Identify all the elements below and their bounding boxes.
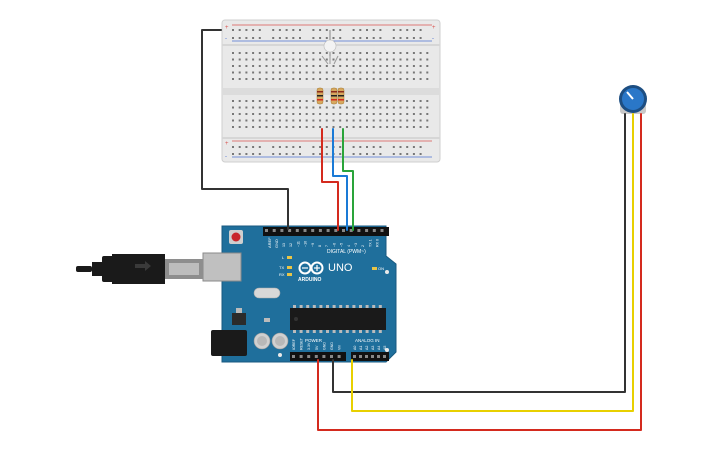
digital-pin-label: RX 0 bbox=[376, 239, 380, 247]
analog-header bbox=[351, 352, 389, 361]
wire-red-5v[interactable] bbox=[317, 113, 642, 431]
power-pin-label: RESET bbox=[300, 337, 304, 350]
crystal bbox=[253, 287, 281, 299]
wire-yellow-signal[interactable] bbox=[351, 113, 634, 412]
led-rx-label: RX bbox=[279, 272, 285, 277]
wire-red-pin[interactable] bbox=[321, 128, 339, 231]
analog-pin-label: A1 bbox=[359, 346, 363, 350]
power-pin-label: GND bbox=[322, 342, 326, 350]
analog-pin-label: A4 bbox=[377, 346, 381, 350]
wire-black-gnd-breadboard[interactable] bbox=[201, 29, 289, 230]
reset-button[interactable] bbox=[229, 230, 243, 244]
digital-pin-label: 7 bbox=[325, 245, 329, 247]
power-pin-label: IOREF bbox=[292, 338, 296, 350]
digital-pin-label: ~3 bbox=[354, 243, 358, 247]
led-l-label: L bbox=[282, 255, 285, 260]
wires[interactable] bbox=[201, 29, 642, 431]
model-label: UNO bbox=[328, 262, 353, 274]
digital-pin-label: 8 bbox=[318, 245, 322, 247]
digital-header bbox=[263, 227, 389, 236]
usb-port bbox=[202, 252, 242, 282]
breadboard-minus-right: - bbox=[432, 36, 434, 42]
power-header bbox=[290, 352, 346, 361]
wire-black-gnd-pot[interactable] bbox=[332, 113, 626, 393]
analog-header-label: ANALOG IN bbox=[355, 338, 380, 343]
power-pin-label: 3.3V bbox=[307, 342, 311, 350]
power-header-label: POWER bbox=[305, 338, 323, 343]
wire-green-pin[interactable] bbox=[342, 128, 354, 231]
capacitors bbox=[253, 332, 289, 350]
digital-pin-label: 13 bbox=[282, 243, 286, 247]
arduino-logo: ARDUINO bbox=[298, 261, 324, 283]
atmega-chip bbox=[290, 305, 386, 333]
aref-label: AREF bbox=[267, 237, 272, 248]
rgb-led-icon[interactable] bbox=[321, 30, 339, 65]
digital-pin-label: ~11 bbox=[296, 241, 300, 247]
breadboard-plus-right: + bbox=[432, 25, 436, 31]
potentiometer-icon[interactable] bbox=[619, 85, 647, 114]
power-pin-label: Vin bbox=[338, 345, 342, 350]
led-tx-label: TX bbox=[279, 265, 284, 270]
status-leds: L TX RX ON bbox=[279, 255, 384, 277]
analog-pin-label: A5 bbox=[383, 346, 387, 350]
digital-pin-label: ~9 bbox=[311, 243, 315, 247]
digital-pin-label: ~5 bbox=[340, 243, 344, 247]
resistor-icon bbox=[316, 87, 345, 105]
digital-pin-label: ~10 bbox=[304, 241, 308, 247]
digital-pin-label: 12 bbox=[289, 243, 293, 247]
breadboard-holes[interactable] bbox=[232, 29, 429, 155]
wire-blue-pin[interactable] bbox=[332, 128, 348, 231]
brand-label: ARDUINO bbox=[298, 277, 321, 283]
usb-cable-icon bbox=[76, 254, 203, 284]
digital-pin-label: 2 bbox=[361, 245, 365, 247]
power-pin-label: 5V bbox=[315, 345, 319, 350]
analog-pin-label: A3 bbox=[371, 346, 375, 350]
analog-pin-label: A2 bbox=[365, 346, 369, 350]
power-pin-label: GND bbox=[330, 342, 334, 350]
breadboard-plus-left: + bbox=[225, 25, 229, 31]
breadboard-minus-bottom: - bbox=[225, 154, 227, 160]
digital-pin-label: TX 1 bbox=[368, 239, 372, 247]
digital-header-label: DIGITAL (PWM~) bbox=[327, 249, 366, 255]
digital-pin-label: 4 bbox=[347, 245, 351, 247]
power-jack bbox=[211, 330, 247, 356]
breadboard-plus-bottom: + bbox=[225, 141, 229, 147]
digital-pin-label: ~6 bbox=[332, 243, 336, 247]
voltage-regulator bbox=[232, 313, 246, 325]
analog-pin-label: A0 bbox=[353, 346, 357, 350]
on-label: ON bbox=[378, 266, 384, 271]
breadboard-minus-left: - bbox=[225, 36, 227, 42]
gnd-label: GND bbox=[274, 239, 279, 248]
